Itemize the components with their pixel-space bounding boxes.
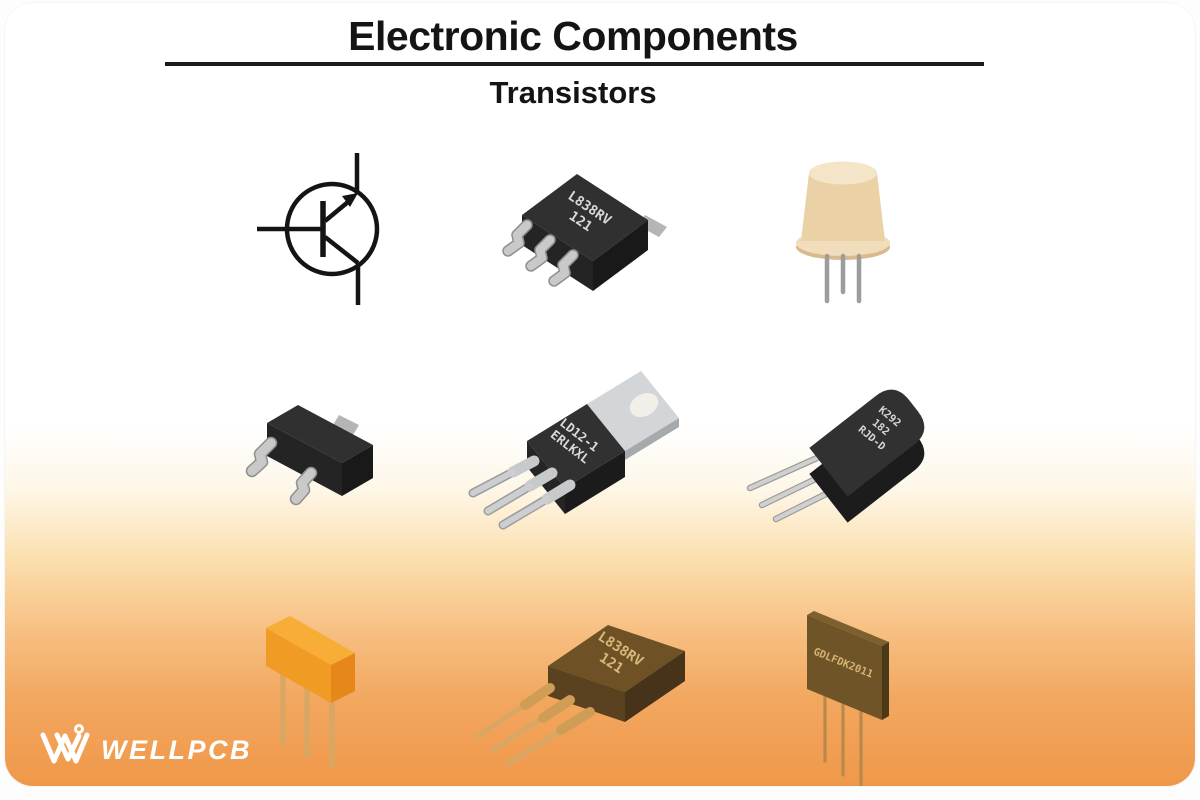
page-title: Electronic Components (348, 13, 798, 59)
to220-transistor: LD12-1 ERLKXL (468, 371, 679, 530)
gull-wing-leads (502, 219, 579, 287)
gull-wing-leads (245, 436, 318, 506)
to220-leads (468, 455, 576, 530)
symbol-emitter-diagonal (323, 235, 360, 265)
wellpcb-logo: WELLPCB (40, 724, 252, 765)
dpak-body (522, 174, 648, 291)
gradient-card: Electronic Components Transistors (5, 3, 1195, 786)
page-subtitle: Transistors (489, 75, 657, 110)
orange-leads (280, 670, 335, 769)
can-leads (824, 253, 862, 304)
can-top (809, 161, 877, 185)
symbol-arrowhead (342, 193, 358, 207)
can-body (801, 173, 885, 241)
metal-tab (587, 371, 679, 460)
sip-transistor: GDLFDK2011 (807, 611, 889, 786)
to247-body (548, 625, 685, 722)
orange-body (266, 616, 355, 703)
orange-dip-transistor (266, 616, 355, 769)
title-underline (165, 62, 984, 66)
to92-body: K292 182 RJD-D (809, 389, 925, 523)
sip-body (807, 611, 889, 720)
to247-leads (475, 683, 595, 767)
metal-can-transistor (796, 161, 890, 304)
wellpcb-logo-mark (40, 724, 90, 764)
sot23-transistor (245, 405, 373, 506)
symbol-strokes (257, 153, 380, 305)
npn-transistor-symbol (257, 153, 380, 305)
wellpcb-logo-text: WELLPCB (101, 735, 252, 765)
sip-leads (823, 694, 863, 786)
sot23-body (267, 405, 373, 496)
back-lead-stub (333, 415, 359, 435)
symbol-collector-diagonal (323, 200, 350, 223)
to92-transistor: K292 182 RJD-D (746, 389, 925, 523)
to247-transistor: L838RV 121 (475, 625, 685, 767)
smd-dpak-transistor: L838RV 121 (502, 174, 667, 291)
tab-hole (629, 393, 659, 417)
